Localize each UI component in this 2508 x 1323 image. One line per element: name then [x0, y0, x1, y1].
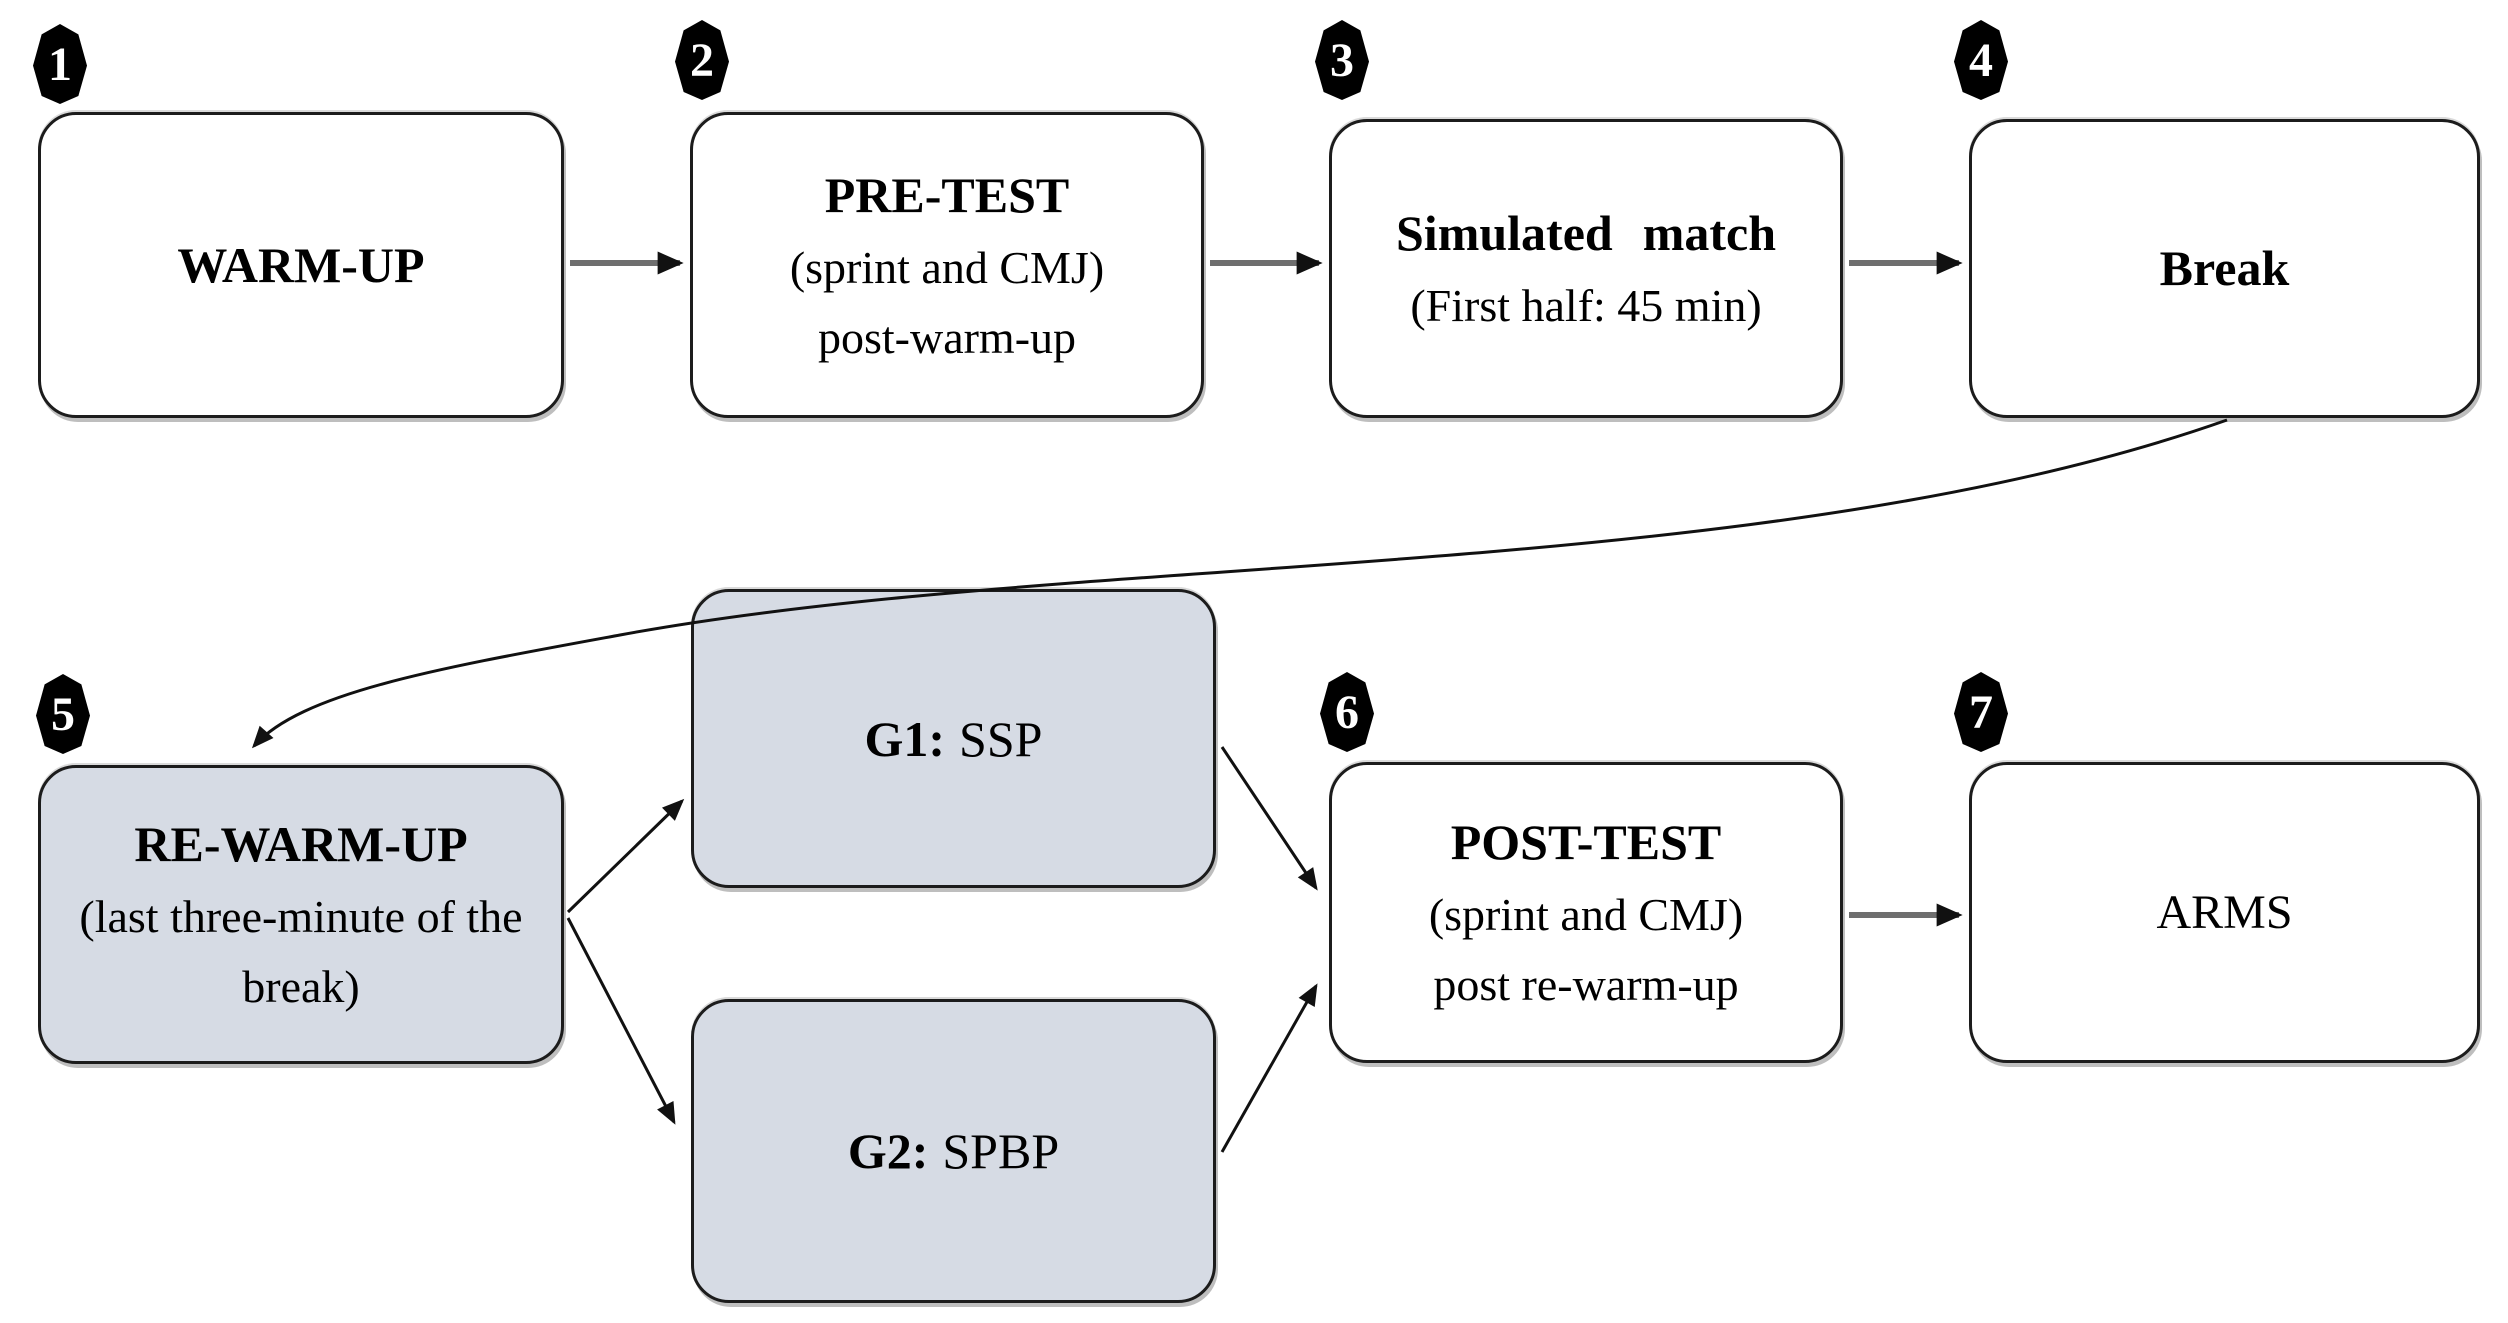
arrow-break-to-rewarmup-curve — [251, 418, 2228, 749]
node-simulated-match-title: Simulated match — [1396, 205, 1776, 262]
node-post-test-title: POST-TEST — [1450, 814, 1722, 871]
node-re-warm-up-detail: (last three-minute of the break) — [79, 891, 523, 1012]
node-arms: ARMS — [1969, 762, 2480, 1063]
node-group-1-label: G1:SSP — [865, 710, 1043, 768]
step-badge-6: 6 — [1320, 672, 1374, 752]
node-warm-up-title: WARM-UP — [177, 236, 425, 293]
node-simulated-match-detail: (First half: 45 min) — [1410, 280, 1762, 332]
step-badge-1: 1 — [33, 24, 87, 104]
arrow-rewarmup-to-g2 — [566, 917, 676, 1125]
node-post-test: POST-TEST (sprint and CMJ) post re-warm-… — [1329, 762, 1843, 1063]
arrow-g1-to-posttest — [1220, 746, 1318, 891]
group-2-name: SPBP — [942, 1123, 1060, 1179]
node-pre-test: PRE-TEST (sprint and CMJ) post-warm-up — [690, 112, 1204, 418]
node-group-2-spbp: G2:SPBP — [691, 999, 1216, 1303]
node-pre-test-detail: (sprint and CMJ) — [789, 241, 1105, 293]
node-group-1-ssp: G1:SSP — [691, 589, 1216, 888]
node-break: Break — [1969, 119, 2480, 418]
arrow-g2-to-posttest — [1220, 983, 1318, 1153]
node-group-2-label: G2:SPBP — [848, 1122, 1059, 1180]
node-re-warm-up-title: RE-WARM-UP — [134, 816, 468, 873]
node-post-test-timing: post re-warm-up — [1433, 959, 1739, 1010]
step-badge-5: 5 — [36, 674, 90, 754]
group-1-name: SSP — [959, 710, 1043, 767]
node-post-test-detail: (sprint and CMJ) — [1428, 889, 1744, 941]
arrow-rewarmup-to-g1 — [566, 798, 685, 914]
step-badge-4: 4 — [1954, 20, 2008, 100]
node-pre-test-timing: post-warm-up — [817, 311, 1077, 363]
node-pre-test-title: PRE-TEST — [824, 166, 1070, 223]
node-break-title: Break — [2159, 240, 2290, 296]
node-simulated-match: Simulated match (First half: 45 min) — [1329, 119, 1843, 418]
step-badge-7: 7 — [1954, 672, 2008, 752]
step-badge-3: 3 — [1315, 20, 1369, 100]
node-warm-up: WARM-UP — [38, 112, 564, 418]
step-badge-2: 2 — [675, 20, 729, 100]
group-2-prefix: G2: — [847, 1123, 929, 1179]
group-1-prefix: G1: — [864, 710, 946, 767]
node-re-warm-up: RE-WARM-UP (last three-minute of the bre… — [38, 765, 564, 1064]
node-arms-title: ARMS — [2156, 885, 2293, 939]
